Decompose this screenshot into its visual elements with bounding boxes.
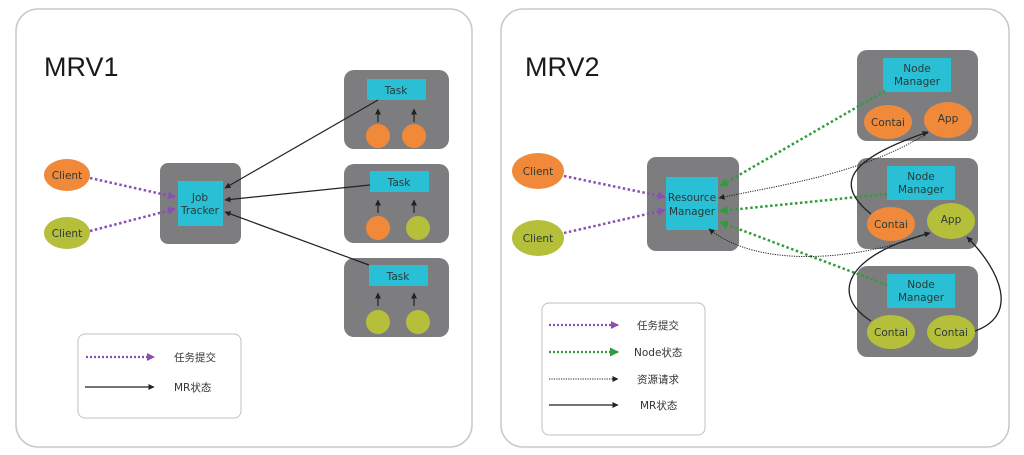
legend-label: MR状态 — [640, 399, 678, 412]
legend-label: 任务提交 — [637, 319, 679, 332]
container-label: Contai — [871, 117, 905, 129]
edge-node-status-nm1 — [719, 89, 886, 188]
task-label: Task — [387, 177, 412, 189]
resource-manager-host: Resource Manager — [647, 157, 739, 251]
edge-mr-status-contai-to-app2-b — [966, 236, 1002, 332]
task-node-1: Task — [344, 70, 449, 149]
container-ellipse — [867, 207, 915, 241]
job-tracker-box — [178, 181, 223, 226]
client-label: Client — [523, 166, 553, 178]
resource-manager-box — [666, 177, 718, 230]
node-manager-box — [887, 274, 955, 308]
container-ellipse — [924, 102, 972, 138]
legend-label: MR状态 — [174, 381, 212, 394]
task-slot — [406, 310, 430, 334]
job-tracker-label-line2: Tracker — [180, 205, 220, 217]
container-ellipse — [867, 315, 915, 349]
legend-label: Node状态 — [634, 346, 683, 359]
task-label: Task — [386, 271, 411, 283]
client-label: Client — [52, 170, 82, 182]
node-manager-label-line2: Manager — [894, 76, 941, 88]
job-tracker-host: Job Tracker — [160, 163, 241, 244]
container-label: App — [938, 113, 959, 125]
node-manager-3: Node Manager Contai Contai — [857, 266, 978, 357]
container-label: Contai — [874, 219, 908, 231]
container-ellipse — [927, 315, 975, 349]
container-label: App — [941, 214, 962, 226]
client-ellipse — [44, 159, 90, 191]
container-label: Contai — [874, 327, 908, 339]
mrv1-client-1: Client — [44, 159, 90, 191]
mrv1-panel: MRV1 Client Client Job Tracker Task — [15, 8, 473, 448]
edge-mr-status-task2 — [224, 184, 371, 203]
legend-label: 资源请求 — [637, 373, 679, 386]
mrv2-client-1: Client — [512, 153, 564, 189]
edge-submit-client1 — [563, 174, 666, 200]
client-ellipse — [512, 153, 564, 189]
mrv1-title: MRV1 — [44, 52, 119, 82]
legend-box — [77, 333, 242, 419]
legend-box — [541, 302, 706, 436]
task-slot — [366, 216, 390, 240]
node-manager-label-line1: Node — [907, 171, 934, 183]
client-label: Client — [523, 233, 553, 245]
resource-manager-label-line2: Manager — [669, 206, 716, 218]
edge-mr-status-task1 — [224, 99, 379, 189]
mrv2-title: MRV2 — [525, 52, 600, 82]
container-label: Contai — [934, 327, 968, 339]
edge-mr-status-contai-to-app2-a — [848, 231, 931, 322]
task-label: Task — [384, 85, 409, 97]
task-box — [370, 171, 429, 192]
node-manager-label-line1: Node — [903, 63, 930, 75]
task-slot — [402, 124, 426, 148]
legend-label: 任务提交 — [174, 351, 216, 364]
task-slot — [366, 310, 390, 334]
node-manager-label-line2: Manager — [898, 292, 945, 304]
task-box — [369, 265, 428, 286]
task-node-3: Task — [344, 258, 449, 337]
node-manager-box — [883, 58, 951, 92]
node-manager-2: Node Manager Contai App — [857, 158, 978, 249]
client-label: Client — [52, 228, 82, 240]
edge-mr-status-task3 — [224, 211, 370, 266]
node-manager-label-line2: Manager — [898, 184, 945, 196]
task-slot — [406, 216, 430, 240]
task-box — [367, 79, 426, 100]
mrv2-panel: MRV2 Client Client Resource Manager Node… — [500, 8, 1010, 448]
edge-submit-client2 — [563, 207, 666, 235]
mrv1-legend: 任务提交 MR状态 — [77, 333, 242, 419]
job-tracker-label-line1: Job — [191, 192, 209, 204]
task-slot — [366, 124, 390, 148]
mrv2-legend: 任务提交 Node状态 资源请求 MR状态 — [541, 302, 706, 436]
resource-manager-label-line1: Resource — [668, 192, 716, 204]
client-ellipse — [512, 220, 564, 256]
node-manager-box — [887, 166, 955, 200]
container-ellipse — [927, 203, 975, 239]
edge-mr-status-contai-to-app1 — [850, 130, 929, 215]
container-ellipse — [864, 105, 912, 139]
task-node-2: Task — [344, 164, 449, 243]
mrv1-client-2: Client — [44, 217, 90, 249]
node-manager-label-line1: Node — [907, 279, 934, 291]
client-ellipse — [44, 217, 90, 249]
node-manager-1: Node Manager Contai App — [857, 50, 978, 141]
mrv2-client-2: Client — [512, 220, 564, 256]
edge-resource-request-app1 — [718, 132, 929, 200]
